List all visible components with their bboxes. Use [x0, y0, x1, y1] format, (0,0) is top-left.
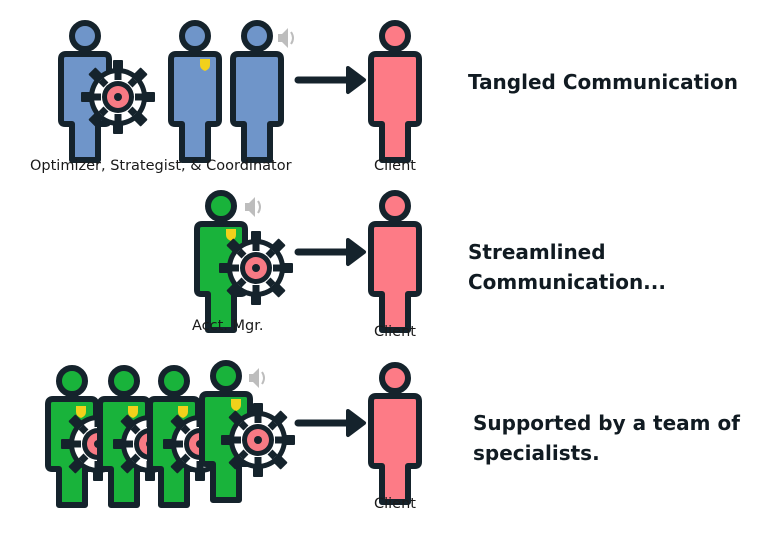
- gear-icon: [221, 403, 295, 477]
- speaker-icon: [277, 27, 294, 49]
- row3-client-label: Client: [374, 496, 416, 512]
- client-person-icon: [371, 193, 419, 330]
- row1-people-label: Optimizer, Strategist, & Coordinator: [30, 158, 292, 174]
- client-person-icon: [371, 365, 419, 502]
- client-person-icon: [371, 23, 419, 160]
- arrow-icon: [298, 240, 364, 264]
- arrow-icon: [298, 68, 364, 92]
- gear-icon: [81, 60, 155, 134]
- row2-people-label: Acct. Mgr.: [192, 318, 264, 334]
- row3-headline: Supported by a team of specialists.: [473, 411, 740, 465]
- gear-icon: [219, 231, 293, 305]
- speaker-icon: [248, 367, 265, 389]
- row1-headline: Tangled Communication: [468, 70, 738, 94]
- arrow-icon: [298, 411, 364, 435]
- person-icon: [171, 23, 219, 160]
- row2-people-group: [197, 193, 293, 330]
- speaker-icon: [244, 196, 261, 218]
- row3-team-group: [48, 363, 295, 505]
- row1-people-group: [61, 23, 294, 160]
- row2-headline: Streamlined Communication...: [468, 240, 666, 294]
- row2-client-label: Client: [374, 324, 416, 340]
- row1-client-label: Client: [374, 158, 416, 174]
- person-icon: [233, 23, 281, 160]
